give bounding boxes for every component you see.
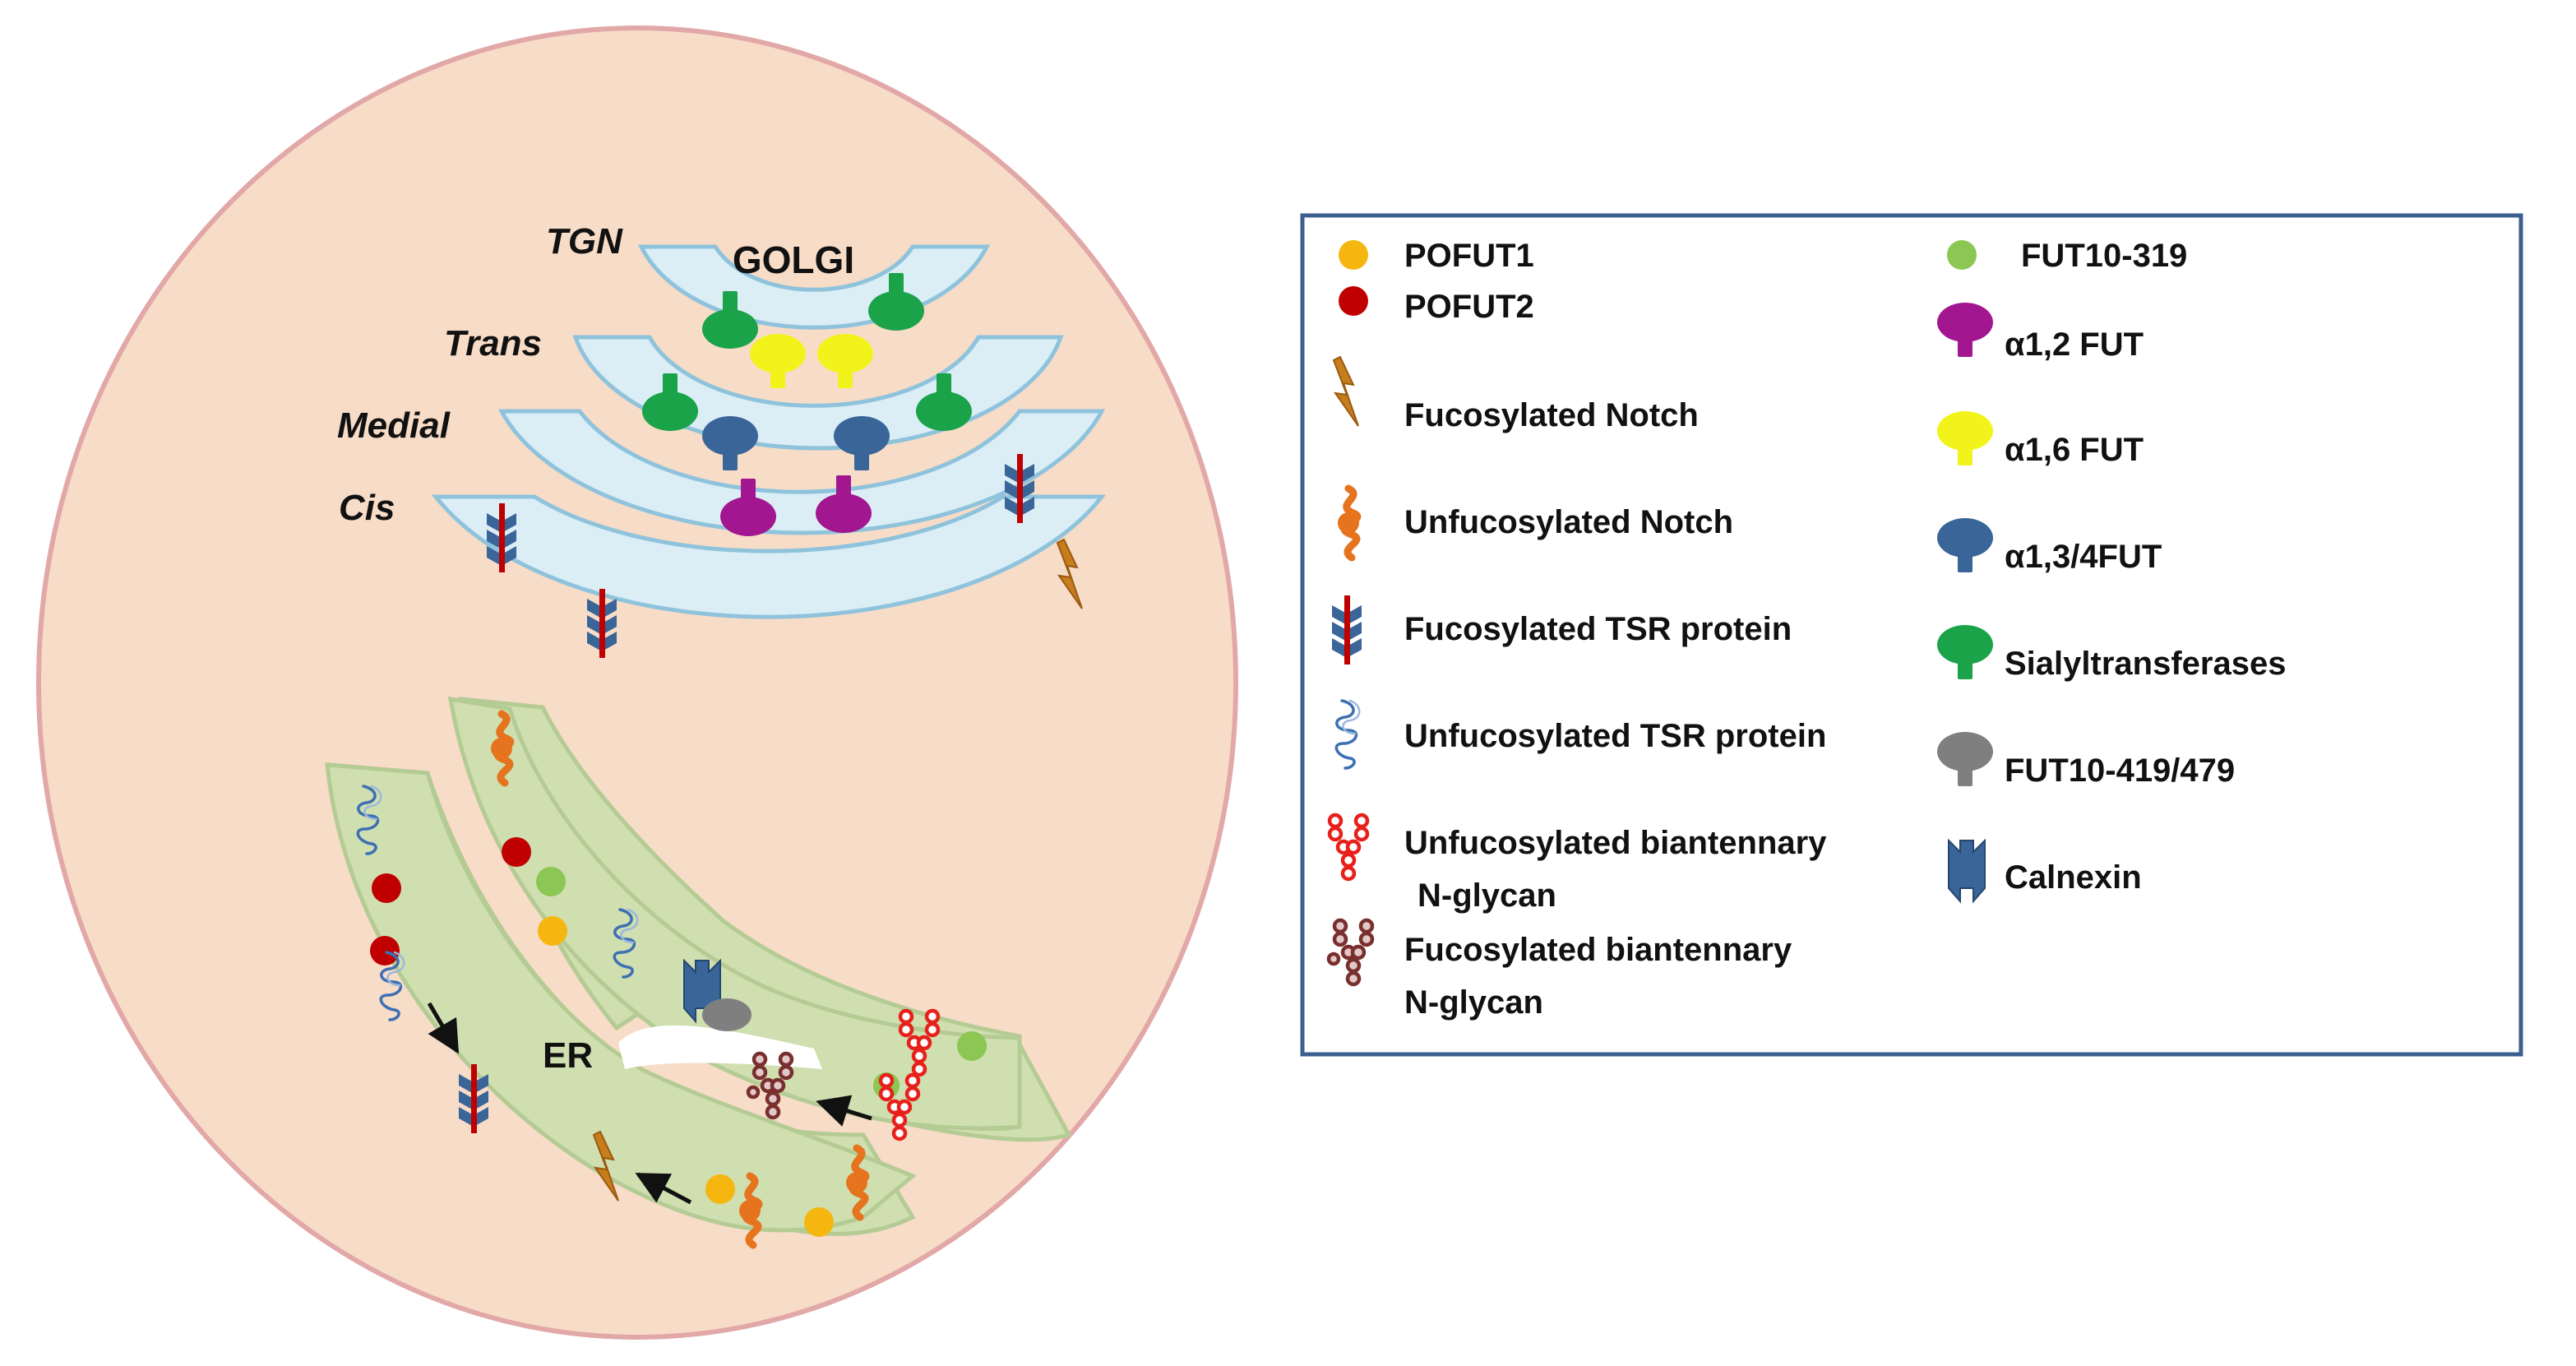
- legend-label-unfucosylated-notch: Unfucosylated Notch: [1404, 504, 1733, 540]
- golgi-medial-cisterna: [497, 409, 1106, 535]
- legend-label-calnexin: Calnexin: [2005, 859, 2142, 896]
- er-pofut1-3: [804, 1207, 834, 1237]
- legend-icon-fut10-319: [1947, 240, 1977, 270]
- er-pofut2-2: [502, 837, 531, 867]
- er-pofut1-1: [538, 916, 567, 946]
- golgi-label-tgn: TGN: [546, 221, 623, 262]
- golgi-cis-cisterna: [431, 494, 1107, 619]
- legend-icon-pofut2: [1339, 286, 1368, 316]
- er-arrow-3: [635, 1172, 692, 1205]
- legend-label-fucosylated-glycan: Fucosylated biantennary: [1404, 932, 1792, 968]
- legend-label-pofut1: POFUT1: [1404, 238, 1534, 274]
- legend-label-unfucosylated-glycan: Unfucosylated biantennary: [1404, 825, 1827, 861]
- legend-icon-pofut1: [1339, 240, 1368, 270]
- er-arrow-1: [427, 1002, 460, 1054]
- legend-label-unfucosylated-glycan-2: N-glycan: [1417, 877, 1556, 914]
- golgi-apparatus: [431, 244, 1107, 619]
- golgi-label-trans: Trans: [444, 323, 542, 363]
- legend-label-pofut2: POFUT2: [1404, 289, 1534, 325]
- legend-label-a12fut: α1,2 FUT: [2005, 326, 2144, 363]
- er-gap: [618, 1025, 822, 1069]
- legend-label-sialyltransferases: Sialyltransferases: [2005, 646, 2286, 682]
- er-fut10-419-479: [702, 998, 752, 1031]
- legend-label-fut10-419-479: FUT10-419/479: [2005, 752, 2235, 789]
- er-pofut2-3: [370, 936, 400, 965]
- er-pofut2-1: [372, 873, 401, 903]
- legend-label-a16fut: α1,6 FUT: [2005, 432, 2144, 468]
- er-pofut1-2: [705, 1174, 735, 1204]
- legend-box: [1300, 213, 2523, 1057]
- legend-label-fucosylated-glycan-2: N-glycan: [1404, 984, 1543, 1021]
- legend-label-a134fut: α1,3/4FUT: [2005, 539, 2162, 575]
- legend-label-unfucosylated-tsr: Unfucosylated TSR protein: [1404, 718, 1826, 754]
- er-title: ER: [543, 1035, 593, 1076]
- cell-body: [36, 25, 1238, 1340]
- golgi-title: GOLGI: [733, 238, 854, 281]
- er-arrow-2: [816, 1095, 872, 1127]
- legend-label-fucosylated-notch: Fucosylated Notch: [1404, 397, 1699, 433]
- golgi-label-medial: Medial: [337, 405, 451, 446]
- legend-label-fut10-319: FUT10-319: [2021, 238, 2187, 274]
- golgi-label-cis: Cis: [339, 488, 395, 528]
- er-fut10-319-1: [536, 867, 566, 896]
- er-fut10-319-2: [957, 1031, 987, 1061]
- legend-label-fucosylated-tsr: Fucosylated TSR protein: [1404, 611, 1792, 647]
